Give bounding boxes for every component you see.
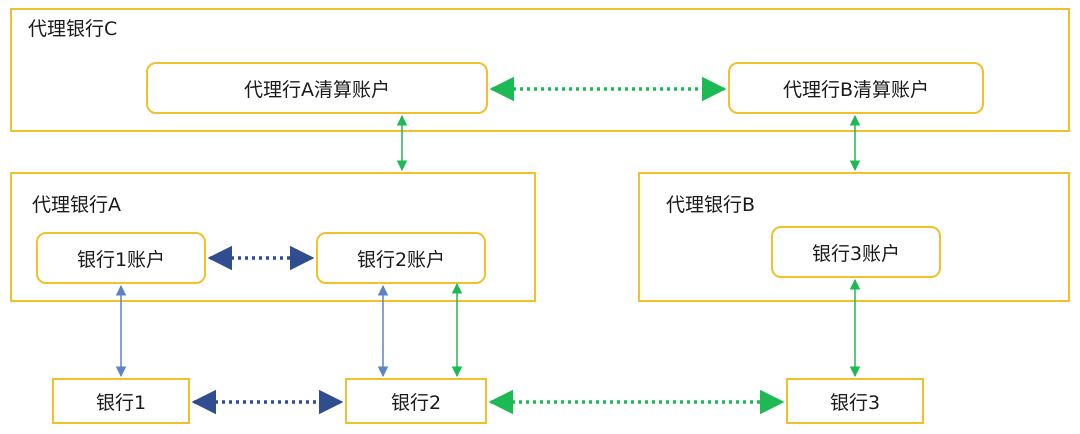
bank3-node: 银行3 [786,378,924,424]
bank1-account: 银行1账户 [36,232,206,284]
bank3-account: 银行3账户 [771,226,941,278]
agent-bank-c-label: 代理银行C [28,18,118,40]
bank2-node: 银行2 [345,378,487,424]
agent-bank-a-label: 代理银行A [32,194,121,216]
agent-bank-b-label: 代理银行B [666,194,756,216]
agent-a-clearing-account: 代理行A清算账户 [146,62,488,114]
bank1-node: 银行1 [52,378,190,424]
agent-b-clearing-account: 代理行B清算账户 [728,62,984,114]
bank2-account: 银行2账户 [316,232,486,284]
